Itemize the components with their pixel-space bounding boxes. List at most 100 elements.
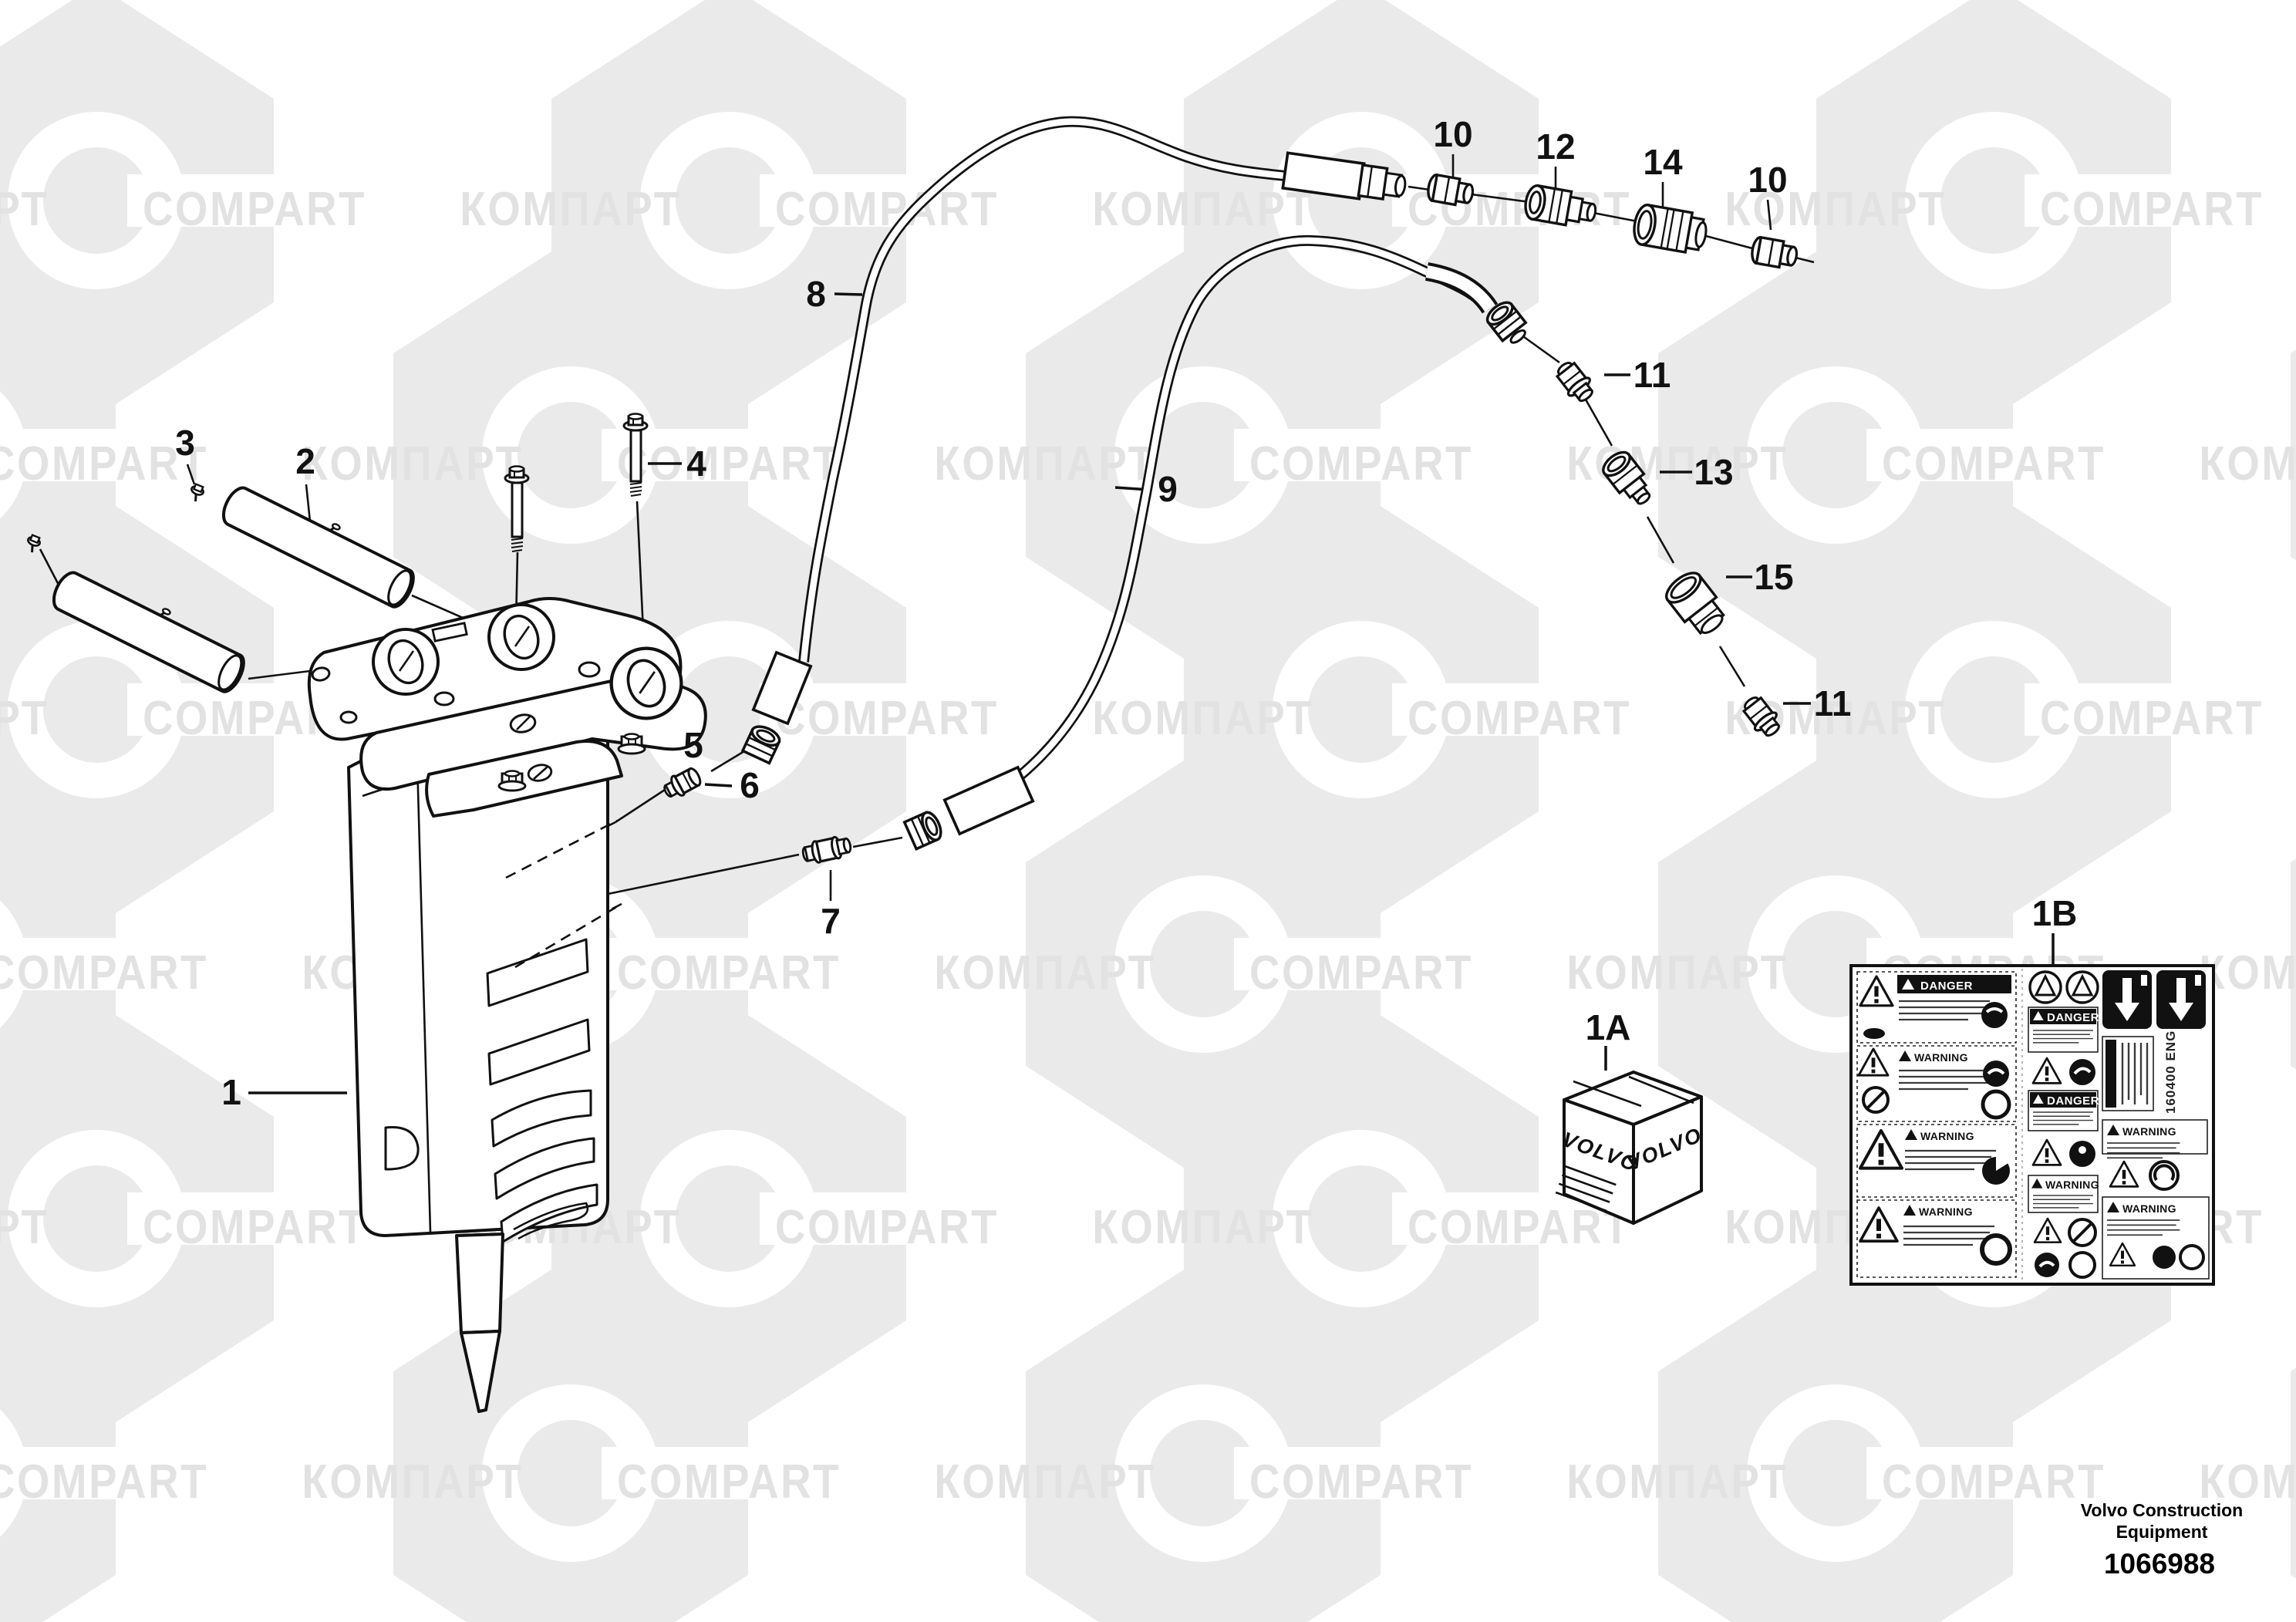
footer-company-line2: Equipment xyxy=(2116,1522,2208,1542)
label-10a: 10 xyxy=(1433,114,1472,154)
watermark-text: КОМПАРТ xyxy=(0,1201,49,1254)
svg-text:WARNING: WARNING xyxy=(2045,1179,2099,1191)
label-15: 15 xyxy=(1754,557,1793,597)
watermark-text: COMPART xyxy=(0,437,208,491)
watermark-text: КОМПАРТ xyxy=(2199,1455,2296,1509)
footer-company-line1: Volvo Construction xyxy=(2081,1500,2243,1520)
label-6: 6 xyxy=(740,765,760,805)
label-3: 3 xyxy=(175,423,195,463)
mounting-bracket xyxy=(307,597,707,818)
watermark-text: COMPART xyxy=(1882,437,2106,491)
label-14: 14 xyxy=(1643,142,1683,182)
safety-decal-sheet: DANGER WARNING WARNING xyxy=(1849,964,2215,1286)
hose-8-lower-sleeve xyxy=(751,650,813,726)
hose-9-elbow-nut xyxy=(1482,297,1527,344)
bolt-4 xyxy=(622,413,649,497)
watermark-text: COMPART xyxy=(0,946,208,1000)
svg-text:WARNING: WARNING xyxy=(1919,1206,1973,1218)
watermark-hexagon-logo xyxy=(0,1297,123,1622)
label-13: 13 xyxy=(1694,452,1733,492)
decal-danger-header: DANGER xyxy=(1920,980,1973,993)
watermark-text: COMPART xyxy=(775,183,999,236)
watermark-hexagon-logo xyxy=(1026,1257,1388,1622)
svg-text:WARNING: WARNING xyxy=(1920,1130,1974,1142)
watermark-text: КОМПАРТ xyxy=(1566,437,1788,491)
hose-8 xyxy=(741,116,1407,765)
svg-text:WARNING: WARNING xyxy=(2122,1202,2176,1215)
hose-9-lower-sleeve xyxy=(942,765,1035,836)
hydraulic-breaker-body xyxy=(347,699,622,1413)
svg-text:DANGER: DANGER xyxy=(2047,1011,2099,1024)
watermark-text: КОМПАРТ xyxy=(302,1455,523,1509)
watermark-text: COMPART xyxy=(1249,946,1473,1000)
svg-text:WARNING: WARNING xyxy=(2122,1125,2176,1138)
watermark-text: COMPART xyxy=(775,1201,999,1254)
label-8: 8 xyxy=(806,274,826,314)
hose-9-lower-nut xyxy=(902,808,946,851)
watermark-hexagon-logo xyxy=(2291,1367,2296,1579)
watermark-text: COMPART xyxy=(617,946,841,1000)
decal-part-code: 160400 ENG xyxy=(2163,1030,2178,1114)
watermark-text: COMPART xyxy=(0,1455,208,1509)
footer-block: Volvo Construction Equipment 1066988 xyxy=(2081,1500,2243,1580)
watermark-text: КОМПАРТ xyxy=(1092,692,1313,745)
footer-doc-number: 1066988 xyxy=(2104,1548,2215,1580)
watermark-text: КОМПАРТ xyxy=(1566,1455,1788,1509)
watermark-text: COMPART xyxy=(143,1201,366,1254)
svg-text:DANGER: DANGER xyxy=(2047,1094,2099,1108)
watermark-text: COMPART xyxy=(617,1455,841,1509)
bolt-center xyxy=(497,465,530,792)
nut-5 xyxy=(617,733,646,755)
decal-warning-1: WARNING xyxy=(1856,1045,2017,1122)
decal-right-column: 160400 ENG WARNING WARNING xyxy=(2102,970,2210,1280)
watermark-text: КОМПАРТ xyxy=(302,437,523,491)
watermark-text: COMPART xyxy=(2040,692,2264,745)
watermark-hexagon-logo xyxy=(2291,858,2296,1070)
decal-middle-column: DANGER DANGER WARNING xyxy=(2028,970,2099,1279)
fitting-14 xyxy=(1630,201,1711,257)
watermark-text: COMPART xyxy=(2040,183,2264,236)
label-5: 5 xyxy=(683,725,703,765)
watermark-text: COMPART xyxy=(775,692,999,745)
label-4: 4 xyxy=(686,443,706,484)
watermark-text: КОМПАРТ xyxy=(1725,183,1946,236)
watermark-text: COMPART xyxy=(1249,437,1473,491)
label-12: 12 xyxy=(1536,126,1575,167)
svg-text:WARNING: WARNING xyxy=(1914,1051,1968,1064)
watermark-hexagon-logo xyxy=(1658,1257,2021,1622)
label-1a: 1A xyxy=(1586,1007,1631,1047)
label-9: 9 xyxy=(1158,469,1178,509)
watermark-text: КОМПАРТ xyxy=(0,183,49,236)
watermark-text: КОМПАРТ xyxy=(2199,437,2296,491)
watermark-hexagon-logo xyxy=(0,0,282,416)
watermark-hexagon-logo xyxy=(0,1003,282,1435)
watermark-text: КОМПАРТ xyxy=(1566,946,1788,1000)
watermark-text: COMPART xyxy=(143,183,366,236)
watermark-text: КОМПАРТ xyxy=(0,692,49,745)
decal-danger-1: DANGER xyxy=(1856,971,2017,1044)
part-labels: 1 2 3 4 5 6 7 8 9 10 12 14 10 11 13 15 1… xyxy=(175,114,2077,1112)
watermark-hexagon-logo xyxy=(2291,349,2296,561)
label-1b: 1B xyxy=(2032,893,2078,933)
watermark-text: COMPART xyxy=(1408,1201,1631,1254)
watermark-text: COMPART xyxy=(1249,1455,1473,1509)
decal-warning-3: WARNING xyxy=(1856,1199,2017,1278)
watermark-text: КОМПАРТ xyxy=(460,183,681,236)
label-10b: 10 xyxy=(1748,160,1787,200)
fitting-10-right xyxy=(1748,234,1800,271)
label-11b: 11 xyxy=(1814,683,1852,723)
watermark-text: COMPART xyxy=(1408,692,1631,745)
watermark-text: КОМПАРТ xyxy=(1092,183,1313,236)
watermark-text: КОМПАРТ xyxy=(934,437,1155,491)
hose-9 xyxy=(902,234,1527,851)
label-7: 7 xyxy=(821,901,841,941)
watermark-text: КОМПАРТ xyxy=(934,946,1155,1000)
watermark-text: КОМПАРТ xyxy=(2199,946,2296,1000)
label-11a: 11 xyxy=(1633,355,1671,395)
watermark-text: КОМПАРТ xyxy=(1092,1201,1313,1254)
volvo-parts-box: VOLVO VOLVO xyxy=(1555,1071,1706,1225)
fitting-11-upper xyxy=(1550,356,1600,408)
decal-warning-2: WARNING xyxy=(1856,1124,2017,1198)
